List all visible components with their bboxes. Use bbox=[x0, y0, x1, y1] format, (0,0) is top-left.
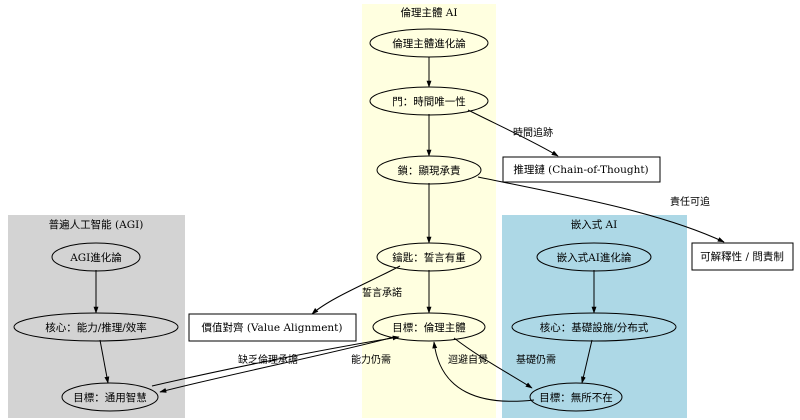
edge-label-needs-infra: 基礎仍需 bbox=[516, 353, 556, 366]
edge-door-to-cot bbox=[467, 109, 559, 157]
node-agi-core: 核心：能力/推理/效率 bbox=[13, 312, 179, 342]
node-lock: 鎖：顯現承責 bbox=[376, 155, 482, 185]
edge-label-promise: 誓言承諾 bbox=[362, 286, 402, 299]
svg-text:AGI進化論: AGI進化論 bbox=[69, 251, 122, 264]
edge-ethics-goal-to-agi-goal bbox=[159, 336, 395, 393]
node-key: 鑰匙：誓言有重 bbox=[376, 242, 482, 272]
edge-label-accountable: 責任可追 bbox=[670, 195, 710, 208]
cluster-ethics-title: 倫理主體 AI bbox=[400, 6, 457, 19]
svg-text:目標：通用智慧: 目標：通用智慧 bbox=[73, 391, 147, 404]
svg-text:可解釋性 / 問責制: 可解釋性 / 問責制 bbox=[700, 250, 784, 263]
node-emb-core: 核心：基礎設施/分布式 bbox=[511, 312, 677, 342]
svg-text:倫理主體進化論: 倫理主體進化論 bbox=[392, 37, 466, 50]
svg-text:價值對齊 (Value Alignment): 價值對齊 (Value Alignment) bbox=[201, 321, 342, 334]
box-explainability: 可解釋性 / 問責制 bbox=[691, 242, 794, 271]
box-value-alignment: 價值對齊 (Value Alignment) bbox=[188, 313, 357, 342]
node-agi-theory: AGI進化論 bbox=[51, 242, 141, 272]
svg-text:推理鏈 (Chain-of-Thought): 推理鏈 (Chain-of-Thought) bbox=[513, 163, 648, 176]
cluster-embedded-title: 嵌入式 AI bbox=[571, 218, 618, 231]
svg-text:鑰匙：誓言有重: 鑰匙：誓言有重 bbox=[392, 251, 466, 264]
box-chain-of-thought: 推理鏈 (Chain-of-Thought) bbox=[502, 156, 661, 183]
svg-text:目標：倫理主體: 目標：倫理主體 bbox=[392, 321, 466, 334]
svg-text:門：時間唯一性: 門：時間唯一性 bbox=[392, 95, 466, 108]
svg-text:目標：無所不在: 目標：無所不在 bbox=[539, 391, 613, 404]
edge-ethics-goal-to-emb-goal bbox=[453, 337, 533, 389]
edge-agi-core-to-goal bbox=[99, 339, 110, 384]
svg-text:核心：基礎設施/分布式: 核心：基礎設施/分布式 bbox=[540, 321, 649, 334]
cluster-agi bbox=[8, 215, 185, 418]
edge-emb-goal-to-ethics-goal bbox=[432, 341, 535, 402]
edge-emb-core-to-goal bbox=[581, 339, 593, 384]
edge-agi-goal-to-ethics-goal bbox=[151, 335, 400, 387]
svg-text:嵌入式AI進化論: 嵌入式AI進化論 bbox=[557, 251, 632, 264]
node-ethics-theory: 倫理主體進化論 bbox=[369, 28, 489, 58]
node-emb-goal: 目標：無所不在 bbox=[529, 382, 623, 412]
node-agi-goal: 目標：通用智慧 bbox=[61, 382, 159, 412]
edge-label-self-aware: 迴避自覺 bbox=[448, 353, 488, 366]
node-door: 門：時間唯一性 bbox=[369, 86, 489, 116]
edge-label-lacks: 缺乏倫理承擔 bbox=[238, 353, 298, 366]
edge-label-needs-ability: 能力仍需 bbox=[351, 353, 391, 366]
svg-text:核心：能力/推理/效率: 核心：能力/推理/效率 bbox=[45, 321, 147, 334]
edge-label-trace: 時間追跡 bbox=[513, 126, 553, 139]
cluster-embedded bbox=[502, 215, 687, 418]
edge-key-to-alignment bbox=[311, 265, 401, 315]
node-ethics-goal: 目標：倫理主體 bbox=[372, 312, 486, 342]
node-emb-theory: 嵌入式AI進化論 bbox=[536, 242, 652, 272]
cluster-agi-title: 普遍人工智能 (AGI) bbox=[49, 218, 144, 231]
svg-text:鎖：顯現承責: 鎖：顯現承責 bbox=[398, 164, 461, 177]
edge-lock-to-explain bbox=[477, 176, 725, 243]
